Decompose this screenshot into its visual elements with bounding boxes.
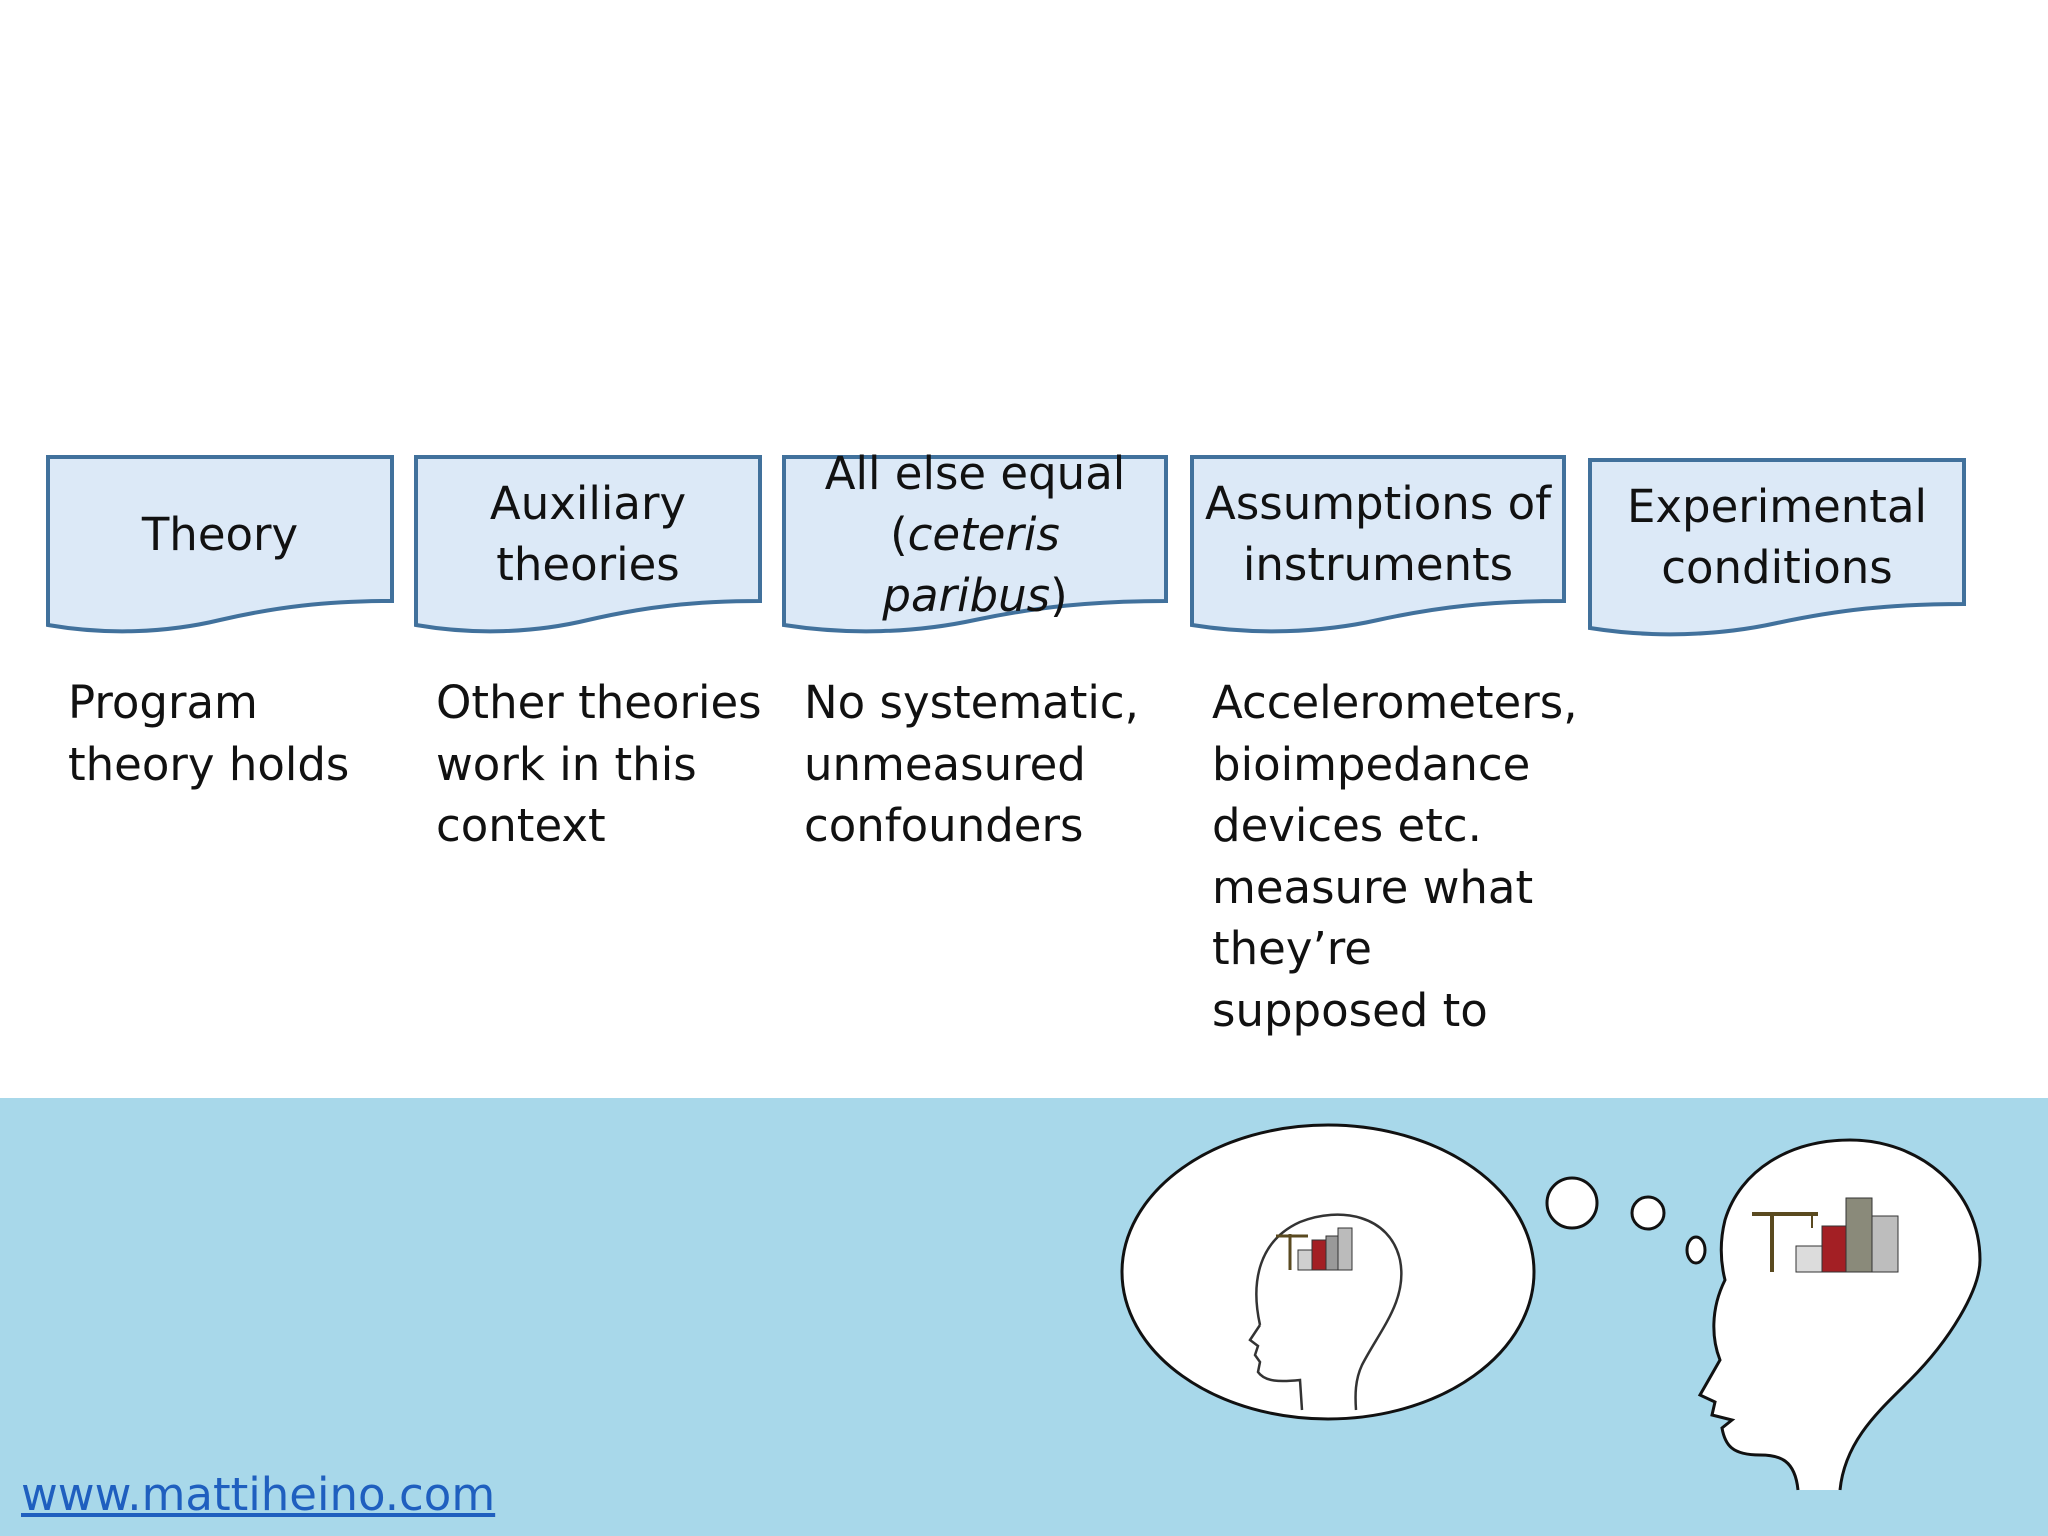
box-label-line2-italic: ceteris paribus	[882, 507, 1060, 622]
box-label-line2: conditions	[1661, 541, 1893, 594]
box-experimental-conditions: Experimental conditions	[1588, 458, 1966, 638]
box-label: Experimental conditions	[1588, 472, 1966, 602]
city-icon-small	[1276, 1227, 1353, 1271]
box-label: All else equal (ceteris paribus)	[782, 447, 1168, 622]
box-label-line2: instruments	[1242, 538, 1514, 591]
bottom-band	[0, 1098, 2048, 1536]
box-theory: Theory	[46, 455, 394, 635]
website-link[interactable]: www.mattiheino.com	[21, 1468, 496, 1521]
document-shape	[46, 455, 394, 634]
document-shape	[782, 455, 1168, 634]
desc-theory: Program theory holds	[68, 676, 350, 791]
document-shape	[414, 455, 762, 634]
desc-auxiliary-theories: Other theories work in this context	[436, 676, 762, 852]
box-label: Assumptions of instruments	[1190, 469, 1566, 599]
box-auxiliary-theories: Auxiliary theories	[414, 455, 762, 635]
document-shape	[1588, 458, 1966, 637]
document-shape	[1190, 455, 1566, 634]
box-label-line1: Experimental	[1626, 480, 1928, 533]
city-icon-large	[1752, 1197, 1899, 1273]
box-label: Auxiliary theories	[414, 469, 762, 599]
box-label-line1: All else equal	[824, 446, 1126, 500]
box-label-line2-pre: (	[890, 507, 908, 561]
desc-assumptions-of-instruments: Accelerometers, bioimpedance devices etc…	[1212, 676, 1578, 1037]
box-label-line2-post: )	[1050, 568, 1068, 622]
desc-ceteris-paribus: No systematic, unmeasured confounders	[804, 676, 1139, 852]
box-assumptions-of-instruments: Assumptions of instruments	[1190, 455, 1566, 635]
thought-bubble-person-icon	[1120, 1123, 1982, 1491]
box-ceteris-paribus: All else equal (ceteris paribus)	[782, 447, 1168, 635]
box-label-line1: Auxiliary	[489, 477, 687, 530]
box-label-line2: theories	[496, 538, 680, 591]
box-label: Theory	[46, 469, 394, 599]
box-label-line1: Assumptions of	[1205, 477, 1551, 530]
box-label-line1: Theory	[141, 507, 299, 561]
